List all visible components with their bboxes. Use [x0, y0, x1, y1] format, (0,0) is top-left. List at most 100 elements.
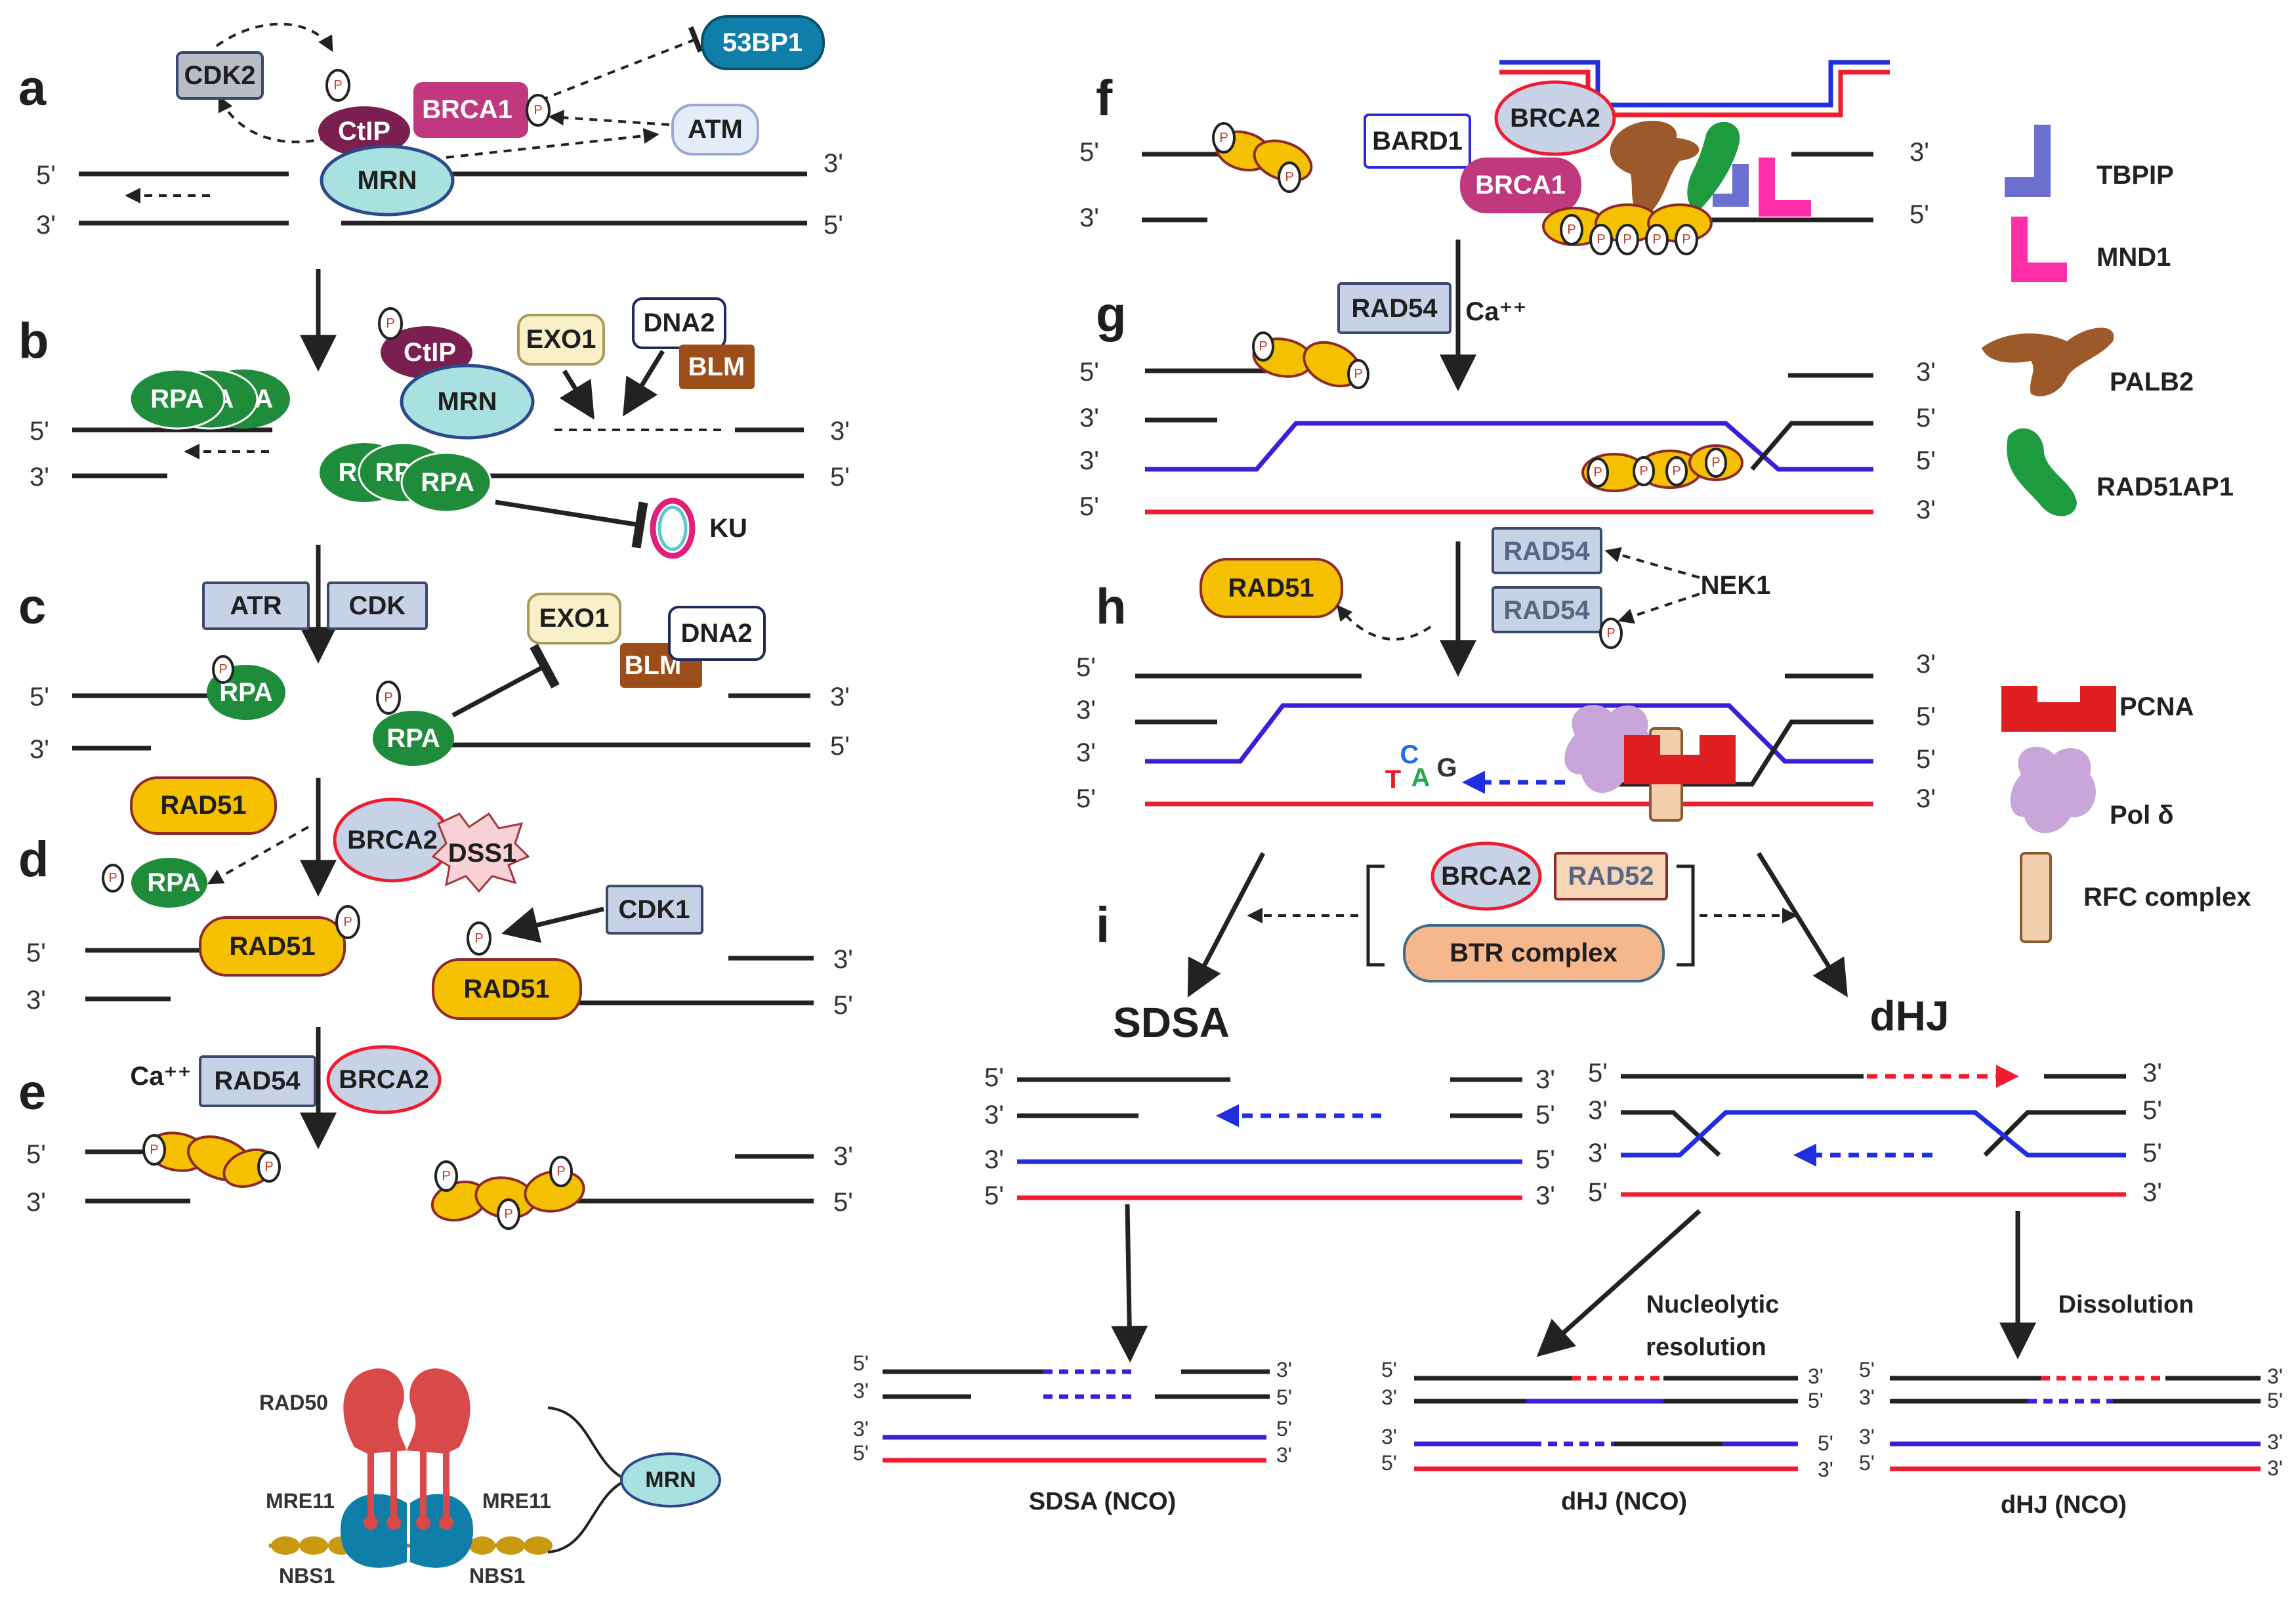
strand-end-3: 3'	[2142, 1178, 2162, 1207]
mrn-complex: MRN	[620, 1452, 721, 1508]
phospho-p: P	[1597, 232, 1605, 247]
factor-bracket-left	[1366, 864, 1385, 967]
rad51-recombinase: RAD51	[1200, 558, 1343, 618]
rpa-inhibits-ku	[495, 499, 648, 549]
phospho-p: P	[150, 1143, 158, 1157]
strand-end-3: 3'	[1535, 1181, 1555, 1210]
exo1-nuclease: EXO1	[527, 593, 621, 644]
strand-end-3: 3'	[26, 1188, 46, 1217]
rad51-label: RAD51	[1228, 574, 1314, 602]
panel-letters: a b c d e f g h i	[18, 60, 1126, 1120]
brca2-label: BRCA2	[347, 826, 438, 855]
phospho-tag: P	[378, 307, 403, 340]
cdk2-to-ctip-arrow	[215, 22, 333, 53]
rpa-label: RPA	[150, 385, 203, 413]
phospho-tag: P	[102, 864, 124, 893]
dhj-dissolution-product: 5' 3' 3' 5' 3' 5' 3' 3' dHJ (NCO)	[1859, 1358, 2283, 1519]
brca1-label: BRCA1	[422, 95, 512, 124]
phospho-tag: P	[212, 655, 234, 684]
mnd1-protein	[1759, 158, 1811, 217]
nucleolytic-label: Nucleolytic	[1646, 1291, 1780, 1319]
strand-end-3: 3'	[1535, 1065, 1555, 1094]
brca1-label: BRCA1	[1475, 171, 1566, 200]
rad54-label: RAD54	[1351, 294, 1438, 323]
strand-end-3: 3'	[853, 1379, 869, 1403]
btr-complex: BTR complex	[1403, 924, 1665, 982]
mrn-complex-inset: RAD50 MRE11 MRE11 NBS1 NBS1	[259, 1368, 721, 1588]
invading-strand	[1145, 421, 1873, 472]
phospho-tag: P	[325, 69, 350, 102]
dhj-title: dHJ	[1870, 992, 1950, 1040]
phospho-p: P	[264, 1160, 273, 1174]
crossed-strand	[1983, 1110, 2126, 1157]
strand-end-5: 5'	[1916, 745, 1936, 774]
phospho-p: P	[343, 915, 352, 929]
blm-helicase: BLM	[679, 345, 755, 389]
btr-complex-label: BTR complex	[1450, 939, 1618, 967]
nbs1-label: NBS1	[279, 1564, 335, 1588]
phospho-tag: P	[376, 681, 401, 715]
rad51-label: RAD51	[229, 932, 315, 961]
strand-end-5: 5'	[2267, 1389, 2283, 1412]
mrn-label: MRN	[357, 166, 417, 195]
ctip-label: CtIP	[404, 338, 456, 367]
strand-end-3: 3'	[36, 211, 56, 240]
dss1-label: DSS1	[448, 839, 517, 868]
strand-end-3: 3'	[1079, 203, 1099, 232]
nek1-to-rad54-arrow	[1604, 547, 1700, 579]
cdk1-arrow	[501, 906, 604, 943]
pcna-clamp	[1624, 735, 1736, 784]
rad54-motor: RAD54	[1492, 527, 1602, 574]
mre11-label: MRE11	[482, 1489, 551, 1513]
phospho-p: P	[442, 1169, 450, 1183]
strand-end-3: 3'	[2142, 1059, 2162, 1087]
phospho-p: P	[386, 316, 394, 331]
panel-label-f: f	[1096, 70, 1113, 126]
mnd1-icon	[2011, 217, 2067, 282]
strand-end-5: 5'	[1079, 138, 1099, 167]
tbpip-protein	[1713, 164, 1749, 207]
dhj-branch-arrow	[1757, 852, 1848, 998]
strand-end-3: 3'	[984, 1145, 1004, 1174]
dissolution-label: Dissolution	[2058, 1291, 2194, 1319]
strand-end-3: 3'	[833, 945, 853, 974]
rad54-label: RAD54	[214, 1066, 301, 1095]
phospho-p: P	[1285, 170, 1293, 184]
strand-end-3: 3'	[1916, 496, 1936, 524]
panel-label-e: e	[18, 1065, 46, 1120]
nek1-label: NEK1	[1701, 571, 1771, 600]
blm-label: BLM	[688, 352, 745, 381]
rpa-label: R	[339, 458, 358, 487]
atm-to-brca1-arrow	[548, 110, 670, 126]
strand-end-5: 5'	[1916, 702, 1936, 731]
strand-end-3: 3'	[830, 683, 850, 711]
strand-end-5: 5'	[1588, 1178, 1608, 1207]
calcium-label: Ca⁺⁺	[1465, 297, 1526, 326]
phospho-p: P	[333, 78, 342, 93]
cdk2-kinase: CDK2	[176, 51, 264, 100]
phospho-p: P	[108, 871, 117, 885]
rad51-recombinase: RAD51	[199, 916, 346, 977]
brca2-label: BRCA2	[339, 1065, 429, 1094]
strand-end-3: 3'	[1808, 1364, 1824, 1388]
rad54-label: RAD54	[1503, 537, 1590, 566]
exo1-arrow	[559, 369, 595, 420]
factor-bracket-right	[1677, 864, 1695, 967]
rpa-protein: RPA	[131, 858, 207, 908]
strand-end-5: 5'	[1859, 1451, 1875, 1475]
phospho-p: P	[1354, 367, 1362, 381]
phospho-p: P	[556, 1164, 565, 1179]
rad54-motor: RAD54	[1492, 586, 1602, 633]
rad51ap1-icon	[2007, 428, 2077, 517]
nek1-to-rad54-arrow	[1618, 593, 1700, 624]
ctip-protein: CtIP	[318, 106, 410, 156]
strand-end-3: 3'	[1276, 1358, 1292, 1382]
rpa-protein: RPA	[373, 711, 454, 766]
bard1-protein: BARD1	[1364, 114, 1471, 169]
strand-end-3: 3'	[1588, 1096, 1608, 1125]
53bp1-protein: 53BP1	[701, 15, 825, 70]
rad51-filament: P P P P P	[1542, 203, 1713, 255]
rad51-recombinase: RAD51	[432, 958, 582, 1020]
strand-end-5: 5'	[1818, 1431, 1833, 1455]
rpa-cluster: PA PA RPA	[129, 368, 290, 430]
